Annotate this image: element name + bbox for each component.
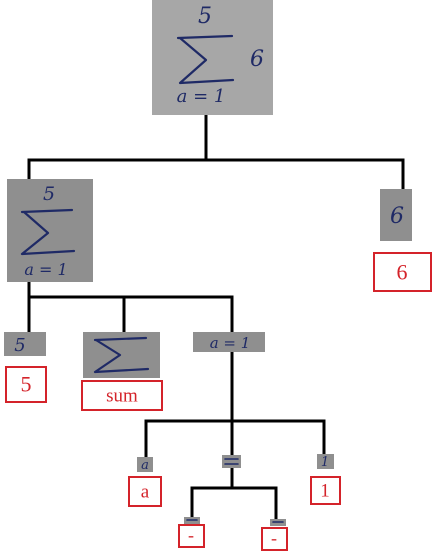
six-label: 6 <box>397 260 408 285</box>
a-handwriting: a <box>141 458 149 473</box>
root-sigma-icon <box>176 34 235 85</box>
six-handwriting: 6 <box>390 204 404 229</box>
root-node-image: 5 6 a = 1 <box>152 0 273 115</box>
minus-right-node: - <box>261 519 288 551</box>
one-node: 1 1 <box>310 454 341 505</box>
tree-edges <box>27 113 405 520</box>
equation-node: a = 1 <box>193 332 265 352</box>
sum-upper-limit: 5 <box>43 183 55 205</box>
a-node: a a <box>128 457 162 507</box>
sigma-node: sum <box>81 332 163 411</box>
sum-label: sum <box>106 386 138 407</box>
one-label: 1 <box>320 481 330 502</box>
minus-left-label: - <box>188 525 194 545</box>
sum-lower-limit: a = 1 <box>24 260 67 279</box>
equation-handwriting: a = 1 <box>210 334 251 352</box>
root-lower-limit: a = 1 <box>177 86 226 107</box>
sum-sigma-icon <box>20 208 76 256</box>
six-node: 6 6 <box>373 189 432 292</box>
sigma-icon <box>93 336 150 374</box>
root-operand: 6 <box>250 47 264 72</box>
one-handwriting: 1 <box>321 455 329 470</box>
root-upper-limit: 5 <box>198 4 212 29</box>
five-label: 5 <box>21 372 32 397</box>
equals-node <box>222 455 241 468</box>
minus-left-node: - <box>178 517 205 548</box>
five-handwriting: 5 <box>14 335 25 356</box>
five-node: 5 5 <box>4 332 47 403</box>
a-label: a <box>141 482 150 503</box>
equals-sign-icon <box>224 458 239 465</box>
minus-right-label: - <box>271 528 277 548</box>
sum-subtree-node-image: 5 a = 1 <box>7 179 93 282</box>
